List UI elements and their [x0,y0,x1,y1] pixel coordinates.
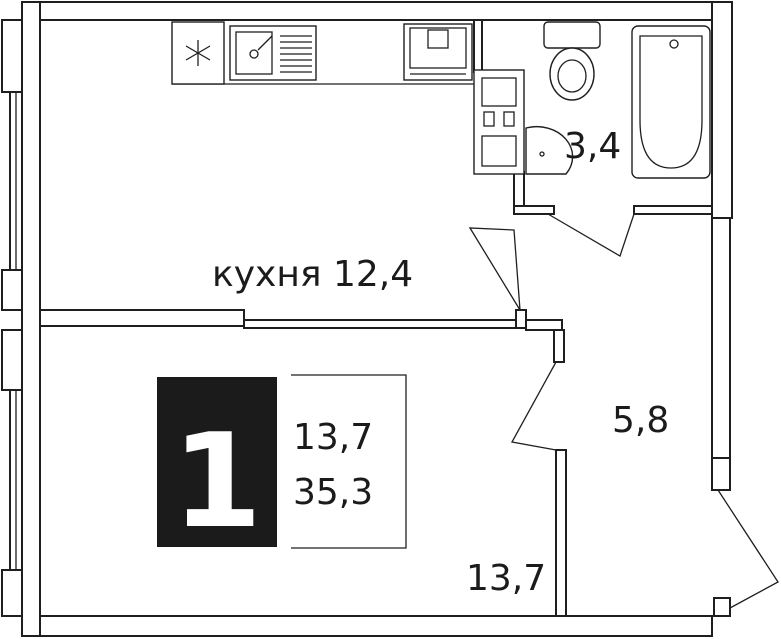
kitchen-door [468,227,521,311]
right-wall-middle [711,217,731,491]
right-wall-upper [711,1,733,219]
windows-left [1,19,23,617]
left-wall [21,1,41,637]
bedroom-door [510,361,557,451]
bedroom-wall-lower [555,449,567,617]
bathroom-fixtures [525,21,711,179]
bath-wall-left [473,19,483,73]
bathroom-door [547,213,635,257]
badge-frame [291,374,407,549]
kitchen-fixtures [171,21,525,175]
window-frame-top [1,19,23,93]
bathroom-label: 3,4 [564,126,621,167]
toilet-tank [543,21,601,49]
kitchen-label: кухня 12,4 [212,254,413,295]
bath-wall-bottom-right [633,205,713,215]
living-area: 13,7 [293,417,373,458]
bedroom-label: 13,7 [466,558,546,599]
entrance-door [717,489,779,609]
apartment-badge: 1 13,7 35,3 [157,374,407,557]
snowflake-icon [185,40,211,66]
window-frame-bottom [1,569,23,617]
doors [468,213,779,617]
bathtub [631,25,711,179]
bottom-wall [21,615,713,637]
bath-drain-icon [669,39,679,49]
stove [403,23,473,81]
rooms-count-box [157,377,277,547]
bath-wall-bottom-left [513,205,555,215]
kitchen-bedroom-wall-left [39,309,245,327]
rooms-count: 1 [172,405,262,557]
top-wall [21,1,733,21]
window-frame-mid [1,269,23,311]
sink-drainboard [280,35,312,73]
hall-label: 5,8 [612,400,669,441]
sink [229,25,317,81]
window-frame-mid2 [1,329,23,391]
inner-walls [39,19,731,617]
total-area: 35,3 [293,472,373,513]
kitchen-bedroom-wall-right [243,319,517,329]
outer-walls [21,1,733,637]
bedroom-wall-upper [553,329,565,363]
washbasin [525,125,574,175]
